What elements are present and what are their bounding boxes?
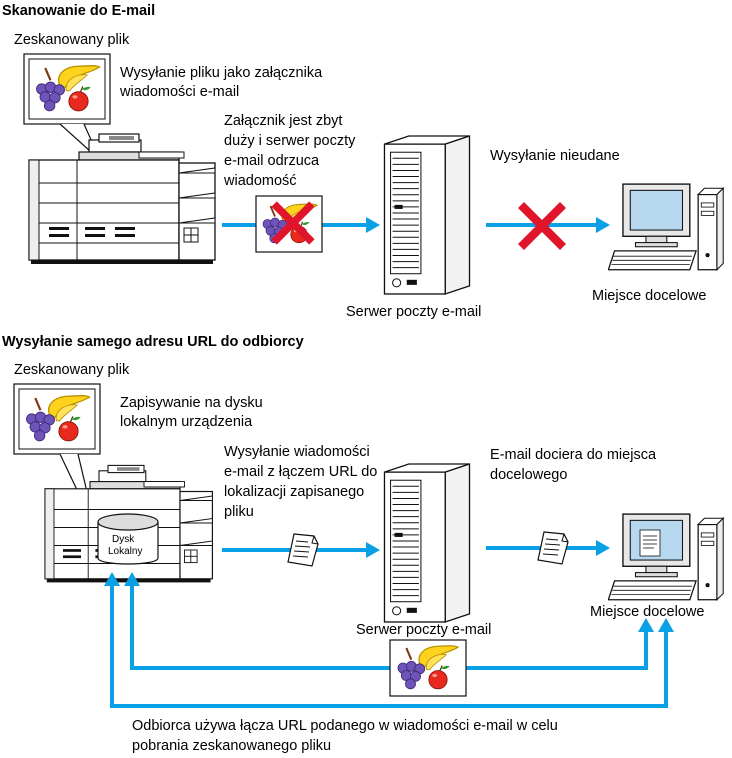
send-url-line: e-mail z łączem URL do	[224, 464, 377, 480]
send-url-line: Wysyłanie wiadomości	[224, 444, 370, 460]
disk-label-line1: Dysk	[112, 534, 135, 545]
send-failed-label: Wysyłanie nieudane	[490, 148, 620, 164]
destination-computer-2	[608, 513, 724, 601]
arrival-text: E-mail dociera do miejsca docelowego	[490, 447, 660, 483]
server-label-1: Serwer poczty e-mail	[346, 304, 481, 320]
disk-icon: Dysk Lokalny	[97, 513, 159, 565]
rejection-text: Załącznik jest zbyt duży i serwer poczty…	[223, 113, 359, 189]
desktop-computer-icon	[608, 513, 724, 601]
arrival-line: E-mail dociera do miejsca	[490, 447, 657, 463]
desktop-computer-icon	[608, 183, 724, 271]
destination-label-1: Miejsce docelowe	[592, 288, 706, 304]
send-url-text: Wysyłanie wiadomości e-mail z łączem URL…	[224, 444, 381, 520]
footer-line2: pobrania zeskanowanego pliku	[132, 738, 331, 754]
disk-label-line2: Lokalny	[108, 546, 142, 557]
downloaded-file-thumbnail	[389, 639, 467, 697]
scanned-file-thumbnail-2	[13, 383, 101, 531]
callout1-line1: Wysyłanie pliku jako załącznika	[120, 65, 323, 81]
printer-icon	[28, 133, 216, 265]
callout2-line1: Zapisywanie na dysku	[120, 395, 263, 411]
arrow-heads	[104, 572, 674, 632]
callout1-line2: wiadomości e-mail	[119, 84, 239, 100]
download-path-arrows	[110, 586, 668, 708]
rejected-attachment	[255, 195, 323, 253]
rejection-line: duży i serwer poczty	[224, 133, 356, 149]
footer-line1: Odbiorca używa łącza URL podanego w wiad…	[132, 718, 558, 734]
destination-label-2: Miejsce docelowe	[590, 604, 704, 620]
arrival-line: docelowego	[490, 467, 567, 483]
section2-title: Wysyłanie samego adresu URL do odbiorcy	[2, 334, 304, 350]
callout2-line2: lokalnym urządzenia	[120, 414, 253, 430]
rejection-line: e-mail odrzuca	[224, 153, 320, 169]
server-label-2: Serwer poczty e-mail	[356, 622, 491, 638]
scanned-file-thumbnail-1	[23, 53, 111, 161]
send-url-line: lokalizacji zapisanego	[224, 484, 364, 500]
scanned-file-label-2: Zeskanowany plik	[14, 362, 130, 378]
send-url-line: pliku	[224, 504, 254, 520]
scanned-file-label-1: Zeskanowany plik	[14, 32, 130, 48]
rejection-line: Załącznik jest zbyt	[224, 113, 342, 129]
document-icon	[537, 531, 569, 565]
mail-server-icon	[383, 135, 471, 295]
rejection-line: wiadomość	[223, 173, 297, 189]
section1-title: Skanowanie do E-mail	[2, 3, 155, 19]
document-icon	[287, 533, 319, 567]
mail-server-icon	[383, 463, 471, 623]
